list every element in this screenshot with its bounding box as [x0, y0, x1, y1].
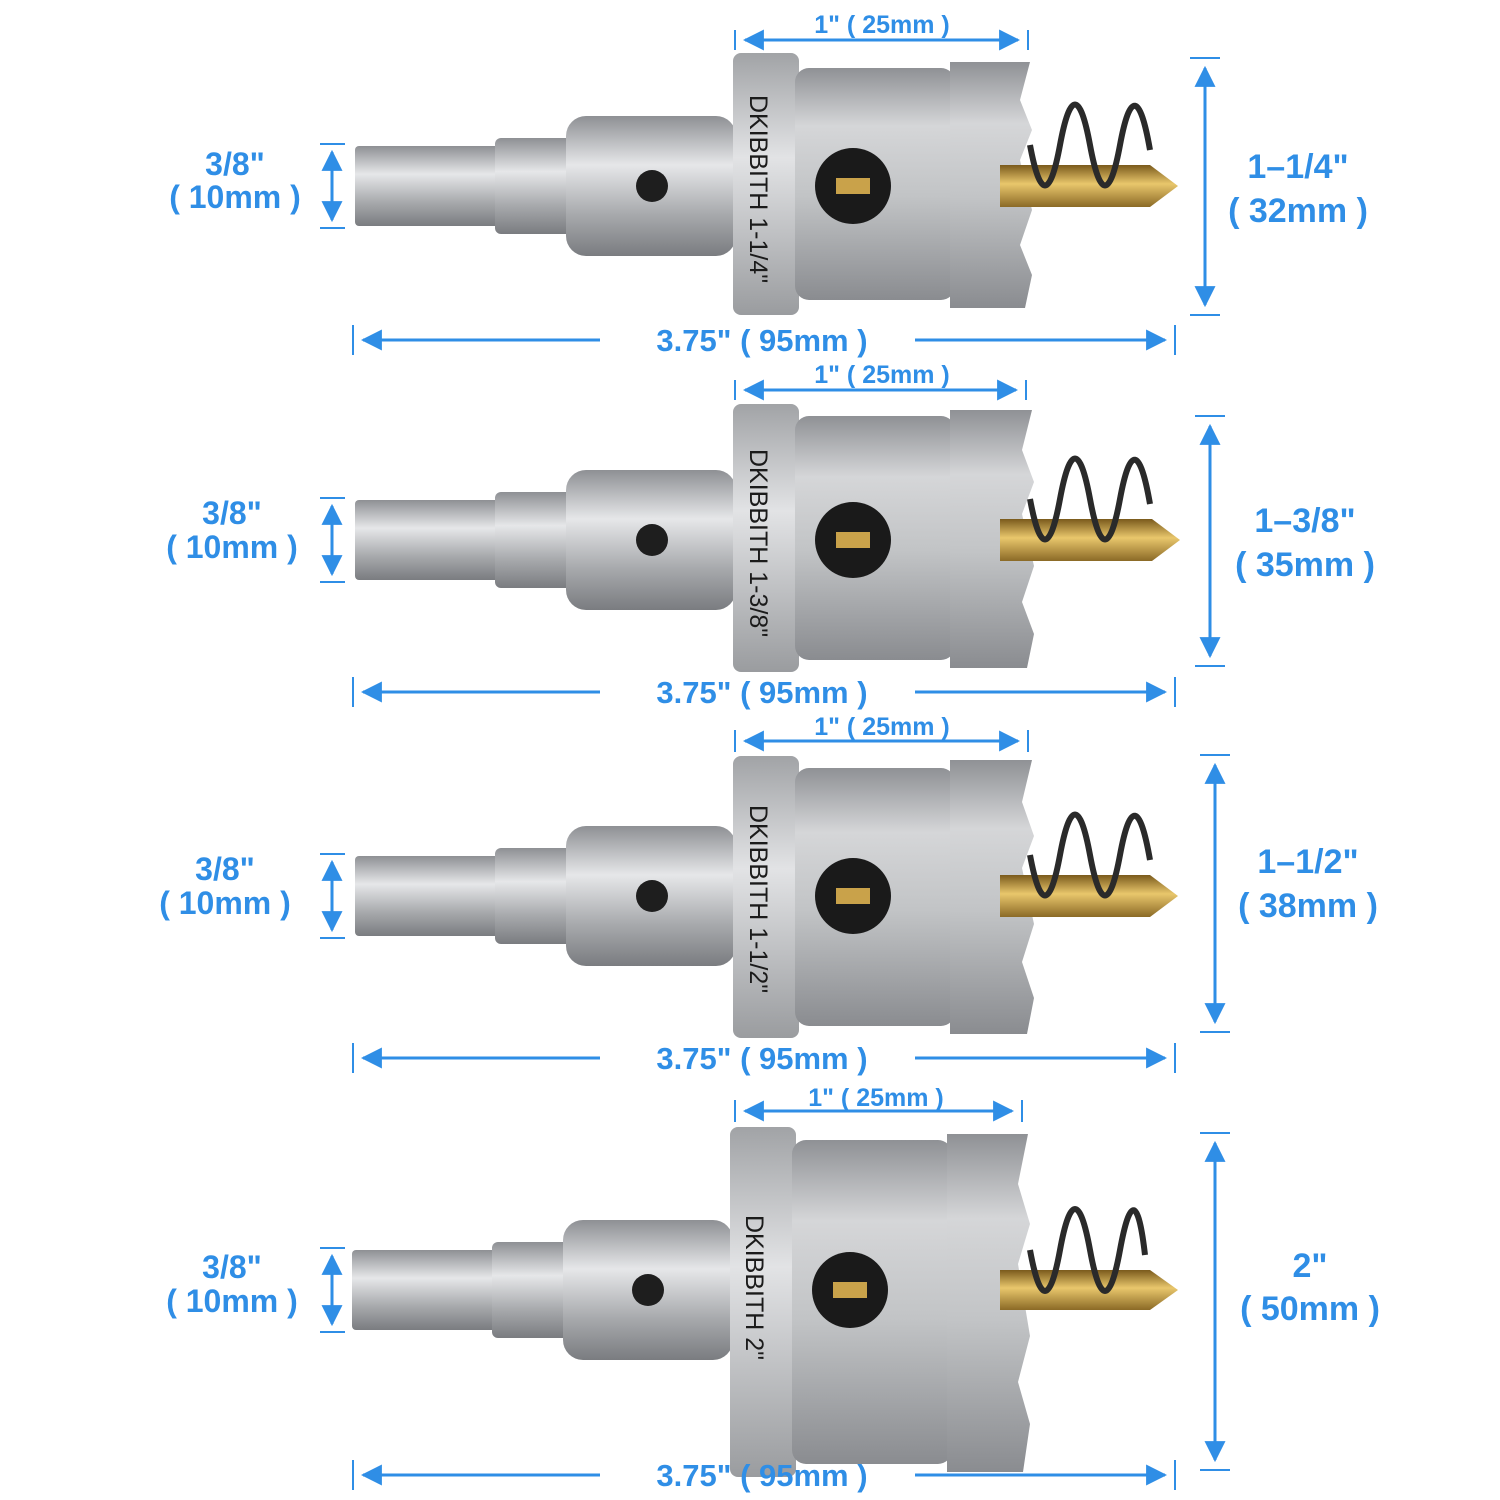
total-length-dimension: 3.75" ( 95mm )	[352, 323, 1176, 358]
spring-icon	[1027, 811, 1153, 899]
shank-dimension: 3/8" ( 10mm )	[169, 143, 345, 229]
diameter-dimension: 1–1/2" ( 38mm )	[1200, 754, 1378, 1033]
engraving-label: DKIBBITH 2"	[740, 1215, 768, 1360]
pilot-drill-bit	[1000, 165, 1178, 207]
shank-mm-label: ( 10mm )	[166, 1283, 298, 1319]
diameter-mm-label: ( 50mm )	[1240, 1290, 1380, 1328]
set-screw-icon	[636, 524, 668, 556]
diameter-mm-label: ( 35mm )	[1235, 546, 1375, 584]
pilot-drill-bit	[1000, 875, 1178, 917]
shank-mm-label: ( 10mm )	[159, 885, 291, 921]
diameter-inch-label: 1–3/8"	[1254, 502, 1355, 540]
shank-mm-label: ( 10mm )	[169, 179, 301, 215]
spring-icon	[1027, 1206, 1148, 1294]
diameter-inch-label: 1–1/4"	[1247, 148, 1348, 186]
total-length-dimension: 3.75" ( 95mm )	[352, 1458, 1176, 1493]
shank-inch-label: 3/8"	[195, 851, 255, 887]
carbide-teeth	[947, 1134, 1030, 1472]
shank-dimension: 3/8" ( 10mm )	[159, 851, 345, 939]
spring-icon	[1027, 455, 1153, 543]
diameter-mm-label: ( 32mm )	[1228, 192, 1368, 230]
total-length-label: 3.75" ( 95mm )	[656, 1041, 867, 1076]
diameter-dimension: 1–1/4" ( 32mm )	[1190, 57, 1368, 316]
cutter-depth-label: 1" ( 25mm )	[814, 11, 950, 39]
cutter-depth-label: 1" ( 25mm )	[808, 1084, 944, 1112]
diameter-inch-label: 1–1/2"	[1257, 843, 1358, 881]
cutter-depth-dimension: 1" ( 25mm )	[734, 1084, 1023, 1122]
carbide-teeth	[950, 410, 1034, 668]
shank-inch-label: 3/8"	[202, 1249, 262, 1285]
diameter-mm-label: ( 38mm )	[1238, 887, 1378, 925]
diameter-inch-label: 2"	[1292, 1247, 1327, 1285]
diameter-dimension: 2" ( 50mm )	[1200, 1132, 1380, 1471]
carbide-teeth	[950, 760, 1034, 1034]
cutter-depth-label: 1" ( 25mm )	[814, 713, 950, 741]
shank-inch-label: 3/8"	[202, 495, 262, 531]
hole-saw-item-3: DKIBBITH 1-1/2" 1" ( 25mm ) 3/8" ( 10mm …	[159, 713, 1378, 1076]
shank-dimension: 3/8" ( 10mm )	[166, 495, 345, 583]
set-screw-icon	[636, 880, 668, 912]
cutter-depth-dimension: 1" ( 25mm )	[734, 713, 1029, 752]
total-length-label: 3.75" ( 95mm )	[656, 675, 867, 710]
spring-icon	[1027, 101, 1153, 189]
engraving-label: DKIBBITH 1-3/8"	[744, 449, 772, 637]
cutter-depth-dimension: 1" ( 25mm )	[734, 361, 1027, 401]
total-length-dimension: 3.75" ( 95mm )	[352, 675, 1176, 710]
hole-saw-illustration: DKIBBITH 2"	[352, 1127, 1178, 1477]
set-screw-icon	[632, 1274, 664, 1306]
total-length-dimension: 3.75" ( 95mm )	[352, 1041, 1176, 1076]
shank-mm-label: ( 10mm )	[166, 529, 298, 565]
pilot-drill-bit	[1000, 1270, 1178, 1310]
set-screw-icon	[636, 170, 668, 202]
shank-inch-label: 3/8"	[205, 146, 265, 182]
total-length-label: 3.75" ( 95mm )	[656, 1458, 867, 1493]
hole-saw-item-2: DKIBBITH 1-3/8" 1" ( 25mm ) 3/8" ( 10mm …	[166, 361, 1375, 710]
pilot-drill-bit	[1000, 519, 1180, 561]
engraving-label: DKIBBITH 1-1/2"	[744, 805, 772, 993]
hole-saw-illustration: DKIBBITH 1-1/2"	[355, 756, 1178, 1038]
diameter-dimension: 1–3/8" ( 35mm )	[1195, 415, 1375, 667]
carbide-teeth	[950, 62, 1032, 308]
hole-saw-illustration: DKIBBITH 1-3/8"	[355, 404, 1180, 672]
total-length-label: 3.75" ( 95mm )	[656, 323, 867, 358]
hole-saw-item-1: DKIBBITH 1-1/4" 1" ( 25mm ) 3/8" ( 10mm …	[169, 11, 1368, 358]
engraving-label: DKIBBITH 1-1/4"	[744, 95, 772, 283]
hole-saw-illustration: DKIBBITH 1-1/4"	[355, 53, 1178, 315]
cutter-depth-dimension: 1" ( 25mm )	[734, 11, 1029, 51]
hole-saw-item-4: DKIBBITH 2" 1" ( 25mm ) 3/8" ( 10mm ) 2"…	[166, 1084, 1380, 1493]
cutter-depth-label: 1" ( 25mm )	[814, 361, 950, 389]
shank-dimension: 3/8" ( 10mm )	[166, 1247, 345, 1333]
